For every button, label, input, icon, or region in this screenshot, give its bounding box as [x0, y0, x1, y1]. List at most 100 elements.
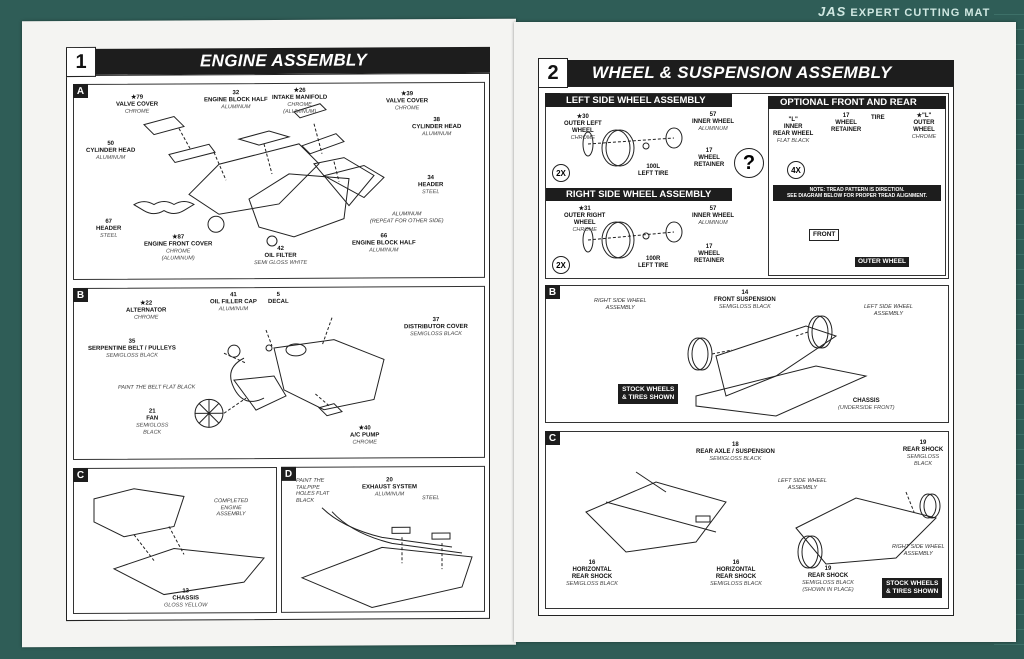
- label-name: ★"L" OUTER WHEEL: [913, 113, 935, 133]
- label-decal-5: 5 DECAL: [268, 292, 289, 306]
- label-finish: SEMIGLOSS BLACK: [718, 304, 771, 310]
- label-finish: ALUMINUM: [218, 306, 249, 313]
- label-name: 57 INNER WHEEL: [692, 206, 734, 219]
- label-name: 50 CYLINDER HEAD: [86, 140, 136, 154]
- label-name: 18 REAR AXLE / SUSPENSION: [696, 442, 775, 455]
- label-wheel-retainer-17-left: 17 WHEEL RETAINER: [694, 148, 724, 169]
- left-qty-badge: 2X: [552, 164, 570, 182]
- label-name: ★39 VALVE COVER: [386, 91, 429, 105]
- note-left-wheel-assembly: LEFT SIDE WHEEL ASSEMBLY: [864, 304, 913, 317]
- exhaust-install-illustration: [300, 507, 473, 608]
- label-finish: CHROME: [572, 227, 597, 233]
- label-chassis-underside: CHASSIS(UNDERSIDE FRONT): [838, 398, 895, 412]
- note-right-wheel-assembly: RIGHT SIDE WHEEL ASSEMBLY: [594, 298, 647, 311]
- label-finish: GLOSS YELLOW: [164, 602, 208, 609]
- label-name: TIRE: [871, 115, 885, 121]
- label-finish: CHROME: [911, 134, 937, 140]
- label-name: 100R LEFT TIRE: [638, 256, 669, 269]
- label-name: 17 WHEEL RETAINER: [831, 113, 862, 133]
- optional-wheel-panel: OPTIONAL FRONT AND REAR "L" INNER REAR W…: [768, 96, 946, 276]
- label-finish: FLAT BLACK: [776, 138, 810, 144]
- label-left-tire-100l: 100L LEFT TIRE: [638, 164, 668, 178]
- front-arrow-label: FRONT: [809, 229, 840, 241]
- step-1-title: ENGINE ASSEMBLY: [94, 46, 490, 75]
- note-steel: STEEL: [422, 495, 440, 502]
- label-finish: SEMIGLOSS BLACK: [105, 352, 158, 359]
- front-suspension-illustration: [687, 315, 868, 417]
- label-finish: SEMIGLOSS BLACK: [906, 454, 940, 467]
- right-wheel-assembly-title: RIGHT SIDE WHEEL ASSEMBLY: [546, 188, 732, 201]
- label-finish: SEMIGLOSS BLACK: [136, 422, 169, 436]
- label-name: 5 DECAL: [268, 291, 289, 306]
- rear-suspension-illustration: [585, 471, 941, 569]
- cutting-mat-label: JAS EXPERT CUTTING MAT A3: [818, 4, 1010, 19]
- mat-brand: JAS: [818, 4, 847, 19]
- note-left-wheel-assembly-c: LEFT SIDE WHEEL ASSEMBLY: [778, 478, 827, 491]
- mat-label-text: EXPERT CUTTING MAT A3: [850, 7, 1011, 19]
- stock-wheels-badge-b: STOCK WHEELS & TIRES SHOWN: [618, 384, 679, 404]
- step-1-number: 1: [66, 46, 96, 78]
- label-finish: ALUMINUM: [374, 491, 405, 498]
- label-finish: CHROME (ALUMINUM): [283, 101, 317, 115]
- label-finish: SEMI GLOSS WHITE: [254, 259, 308, 267]
- label-name: 19 REAR SHOCK: [807, 566, 849, 579]
- label-name: 21 FAN: [146, 408, 159, 422]
- question-icon: ?: [734, 148, 764, 178]
- label-finish: ALUMINUM: [221, 104, 251, 111]
- note-right-wheel-assembly-c: RIGHT SIDE WHEEL ASSEMBLY: [892, 544, 945, 557]
- stock-wheels-badge-c: STOCK WHEELS & TIRES SHOWN: [882, 578, 943, 598]
- label-finish: CHROME: [570, 135, 596, 141]
- note-paint-belt: PAINT THE BELT FLAT BLACK: [118, 384, 196, 391]
- label-name: ★40 A/C PUMP: [350, 425, 380, 439]
- label-name: "L" INNER REAR WHEEL: [773, 117, 814, 137]
- label-finish: ALUMINUM: [422, 131, 452, 138]
- label-name: 37 DISTRIBUTOR COVER: [404, 317, 468, 331]
- label-name: 66 ENGINE BLOCK HALF: [352, 233, 416, 247]
- label-finish: ALUMINUM: [369, 247, 399, 254]
- label-name: 35 SERPENTINE BELT / PULLEYS: [88, 338, 176, 352]
- label-name: CHASSIS: [852, 398, 880, 404]
- label-finish: SEMIGLOSS BLACK (SHOWN IN PLACE): [802, 580, 854, 593]
- label-name: 13 CHASSIS: [172, 588, 199, 602]
- label-finish: SEMIGLOSS BLACK: [409, 330, 462, 338]
- label-finish: SEMIGLOSS BLACK: [709, 456, 762, 462]
- label-name: ★87 ENGINE FRONT COVER: [144, 234, 213, 248]
- label-name: 34 HEADER: [418, 175, 444, 189]
- label-wheel-retainer-17-optional: 17 WHEEL RETAINER: [831, 113, 861, 134]
- label-name: 32 ENGINE BLOCK HALF: [204, 90, 268, 104]
- optional-qty-badge: 4X: [787, 161, 805, 179]
- panel-2b-tag: B: [545, 285, 560, 299]
- label-name: 16 HORIZONTAL REAR SHOCK: [571, 560, 613, 580]
- label-name: 14 FRONT SUSPENSION: [714, 290, 776, 303]
- step-2-number: 2: [538, 58, 568, 88]
- label-name: ★31 OUTER RIGHT WHEEL: [564, 206, 606, 226]
- label-finish: ALUMINUM: [96, 154, 126, 161]
